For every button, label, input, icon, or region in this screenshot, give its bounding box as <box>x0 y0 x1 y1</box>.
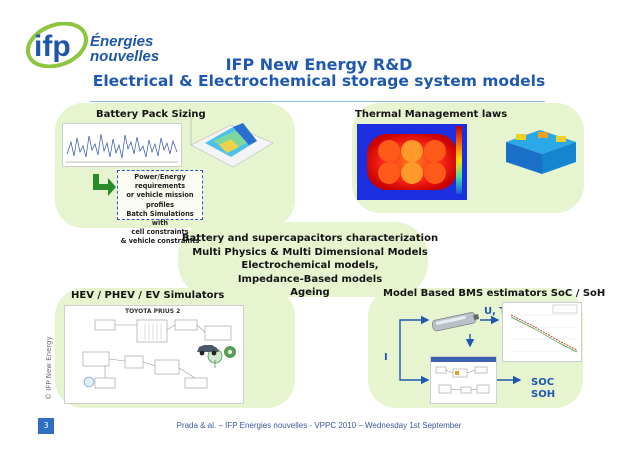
page-subtitle: Electrical & Electrochemical storage sys… <box>92 72 546 90</box>
requirement-line: Batch Simulations with <box>126 209 194 228</box>
center-line: Battery and supercapacitors characteriza… <box>181 233 439 244</box>
hev-heading: HEV / PHEV / EV Simulators <box>71 290 225 301</box>
thermal-colorbar <box>456 126 462 194</box>
car-icon <box>197 345 219 356</box>
battery-module-3d <box>500 120 580 180</box>
battery-pack-heading: Battery Pack Sizing <box>96 109 206 120</box>
thermal-map <box>357 124 467 200</box>
arrow-right-icon <box>93 174 116 196</box>
battery-profile-plot <box>62 123 182 167</box>
requirement-line: cell constraints <box>131 228 189 237</box>
footer-text: Prada & al. – IFP Energies nouvelles - V… <box>176 421 462 430</box>
prius-diagram-title: TOYOTA PRIUS 2 <box>125 308 181 315</box>
bms-heading: Model Based BMS estimators SoC / SoH <box>383 288 606 299</box>
brand-line2: nouvelles <box>90 48 160 65</box>
battery-surface-plot <box>183 105 278 175</box>
copyright-vertical-text: © IFP New Energy <box>45 336 53 400</box>
requirements-box: Power/Energy requirements or vehicle mis… <box>117 170 203 245</box>
soc-chart <box>502 302 582 362</box>
output-soc-label: SOC <box>531 377 555 388</box>
center-line: Electrochemical models, <box>241 260 379 272</box>
title-divider <box>90 101 545 102</box>
thermal-heading: Thermal Management laws <box>355 109 508 120</box>
bms-model-screenshot <box>430 356 497 404</box>
requirement-line: Power/Energy requirements <box>134 173 186 191</box>
battery-cell-image <box>431 312 480 332</box>
page-number: 3 <box>38 418 54 434</box>
page-title: IFP New Energy R&D <box>225 55 413 74</box>
requirement-line: or vehicle mission profiles <box>126 191 194 209</box>
input-u-t-label: U, T <box>484 306 507 317</box>
output-soh-label: SOH <box>531 389 556 400</box>
center-line: Ageing <box>290 287 330 299</box>
gear-icon <box>224 346 236 358</box>
svg-text:ifp: ifp <box>34 30 71 63</box>
input-i-label: I <box>384 352 388 363</box>
center-panel <box>178 222 428 297</box>
characterization-text: Battery and supercapacitors characteriza… <box>170 232 450 300</box>
brand-line1: Énergies <box>90 33 154 50</box>
center-line: Impedance-Based models <box>237 273 383 285</box>
center-line: Multi Physics & Multi Dimensional Models <box>192 246 428 258</box>
brand-name: Énergies nouvelles <box>90 34 159 64</box>
bms-flow-arrows <box>399 315 522 385</box>
requirement-line: & vehicle constraints <box>120 237 200 246</box>
ifp-logo-icon: ifp <box>25 22 89 68</box>
